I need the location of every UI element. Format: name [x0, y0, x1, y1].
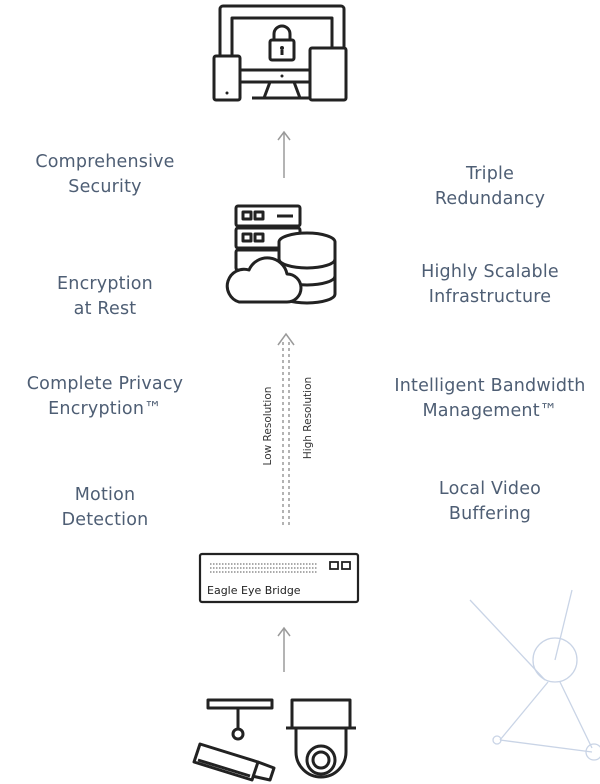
feature-comprehensive-security: Comprehensive Security	[35, 152, 175, 197]
feature-triple-redundancy: Triple Redundancy	[434, 164, 546, 209]
feature-motion-detection: Motion Detection	[61, 485, 149, 530]
feature-intelligent-bandwidth-management: Intelligent Bandwidth Management™	[394, 376, 586, 421]
cloud-server-database-icon	[225, 204, 337, 305]
network-decoration-icon	[469, 589, 600, 761]
security-cameras-icon	[192, 698, 356, 782]
eagle-eye-bridge-icon	[198, 552, 360, 604]
feature-complete-privacy-encryption: Complete Privacy Encryption™	[26, 374, 184, 419]
up-arrow-icon	[277, 130, 291, 178]
up-arrow-icon	[277, 626, 291, 672]
stream-arrow-icon	[277, 332, 295, 528]
bridge-label: Eagle Eye Bridge	[207, 584, 301, 597]
high-resolution-label: High Resolution	[302, 376, 314, 460]
low-resolution-label: Low Resolution	[262, 386, 274, 466]
secure-devices-icon	[212, 4, 348, 102]
feature-encryption-at-rest: Encryption at Rest	[57, 274, 153, 319]
feature-highly-scalable-infrastructure: Highly Scalable Infrastructure	[421, 262, 559, 307]
feature-local-video-buffering: Local Video Buffering	[438, 479, 542, 524]
